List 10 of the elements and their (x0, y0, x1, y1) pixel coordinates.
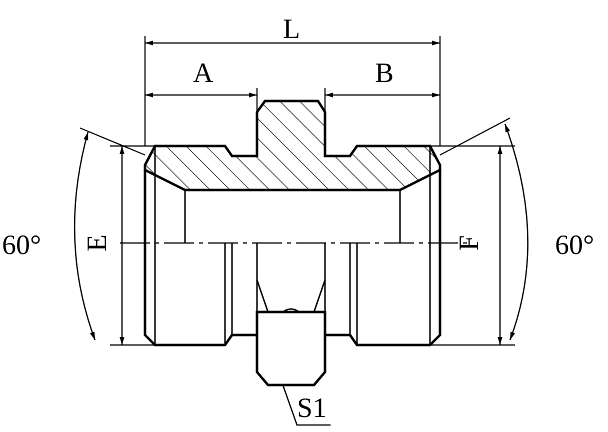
dimension-label: B (375, 60, 394, 88)
dimension-label: 60° (2, 232, 42, 260)
hex-nut-section (256, 310, 326, 386)
dimension-label: E (84, 234, 112, 252)
dimension-label: F (456, 235, 484, 251)
dimension-label: L (283, 16, 300, 44)
part-label: S1 (297, 395, 327, 423)
leader-line (282, 384, 331, 426)
dimension-label: A (193, 60, 214, 88)
dimension-label: 60° (555, 232, 594, 260)
